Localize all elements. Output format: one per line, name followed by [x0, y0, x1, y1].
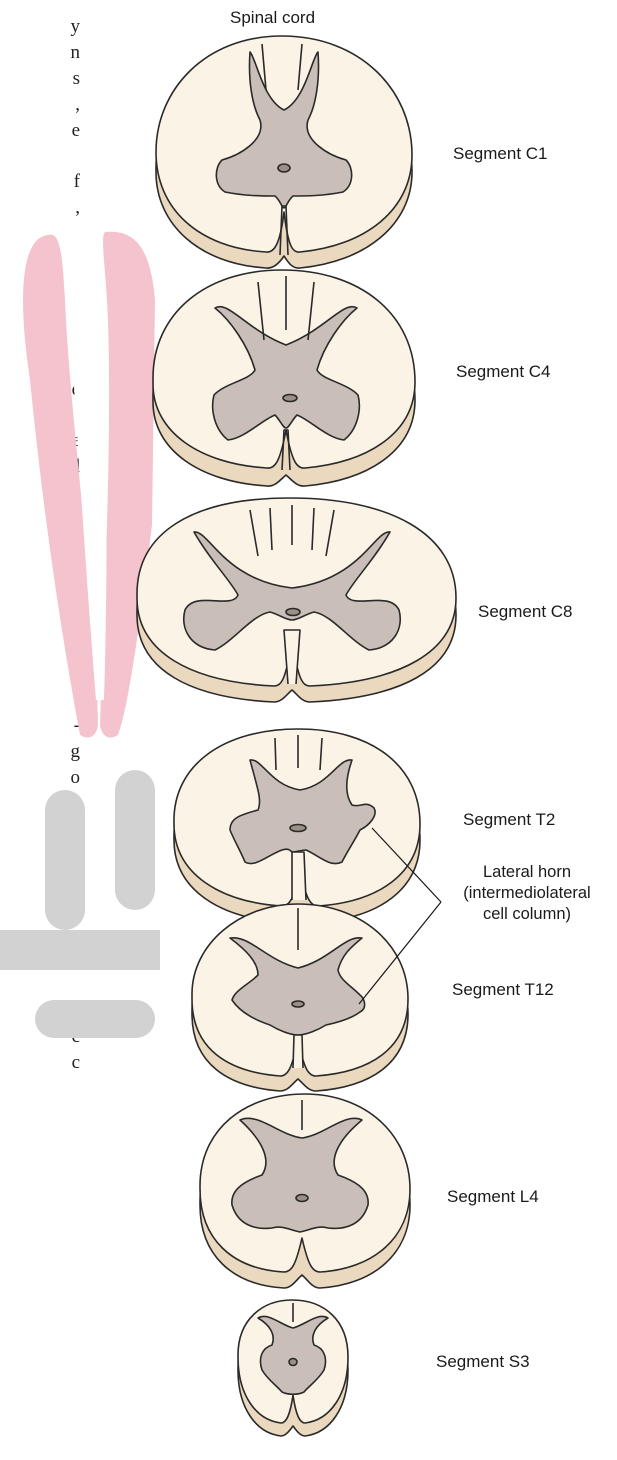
- callout-line-1: Lateral horn: [437, 862, 617, 883]
- label-segment-t2: Segment T2: [463, 810, 555, 830]
- section-c8: [137, 498, 456, 702]
- label-segment-t12: Segment T12: [452, 980, 554, 1000]
- section-l4: [200, 1094, 410, 1288]
- label-segment-c8: Segment C8: [478, 602, 573, 622]
- label-segment-c4: Segment C4: [456, 362, 551, 382]
- label-segment-l4: Segment L4: [447, 1187, 539, 1207]
- watermark-gray-shape: [0, 770, 160, 1038]
- section-s3: [238, 1300, 348, 1436]
- section-c1: [156, 36, 412, 268]
- figure-title: Spinal cord: [230, 8, 315, 28]
- section-c4: [153, 270, 415, 486]
- label-segment-c1: Segment C1: [453, 144, 548, 164]
- section-t12: [192, 904, 408, 1091]
- callout-line-3: cell column): [437, 904, 617, 925]
- section-t2: [174, 729, 420, 922]
- label-segment-s3: Segment S3: [436, 1352, 530, 1372]
- callout-line-2: (intermediolateral: [437, 883, 617, 904]
- lateral-horn-callout: Lateral horn (intermediolateral cell col…: [437, 862, 617, 925]
